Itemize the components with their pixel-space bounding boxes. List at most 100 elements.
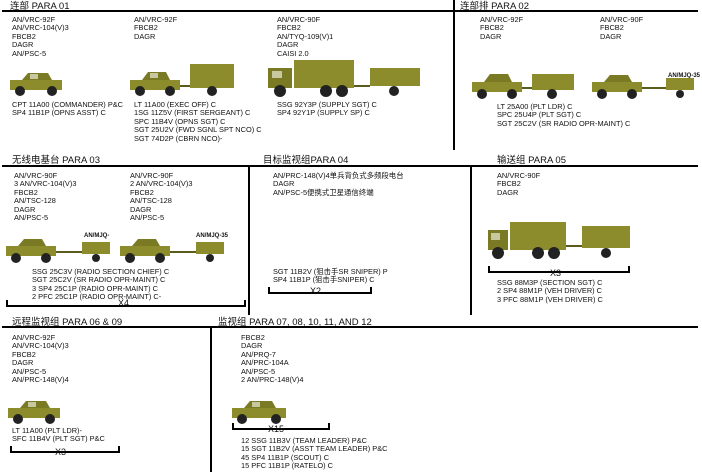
para02-personnel: LT 25A00 (PLT LDR) C SPC 25U4P (PLT SGT)… xyxy=(497,102,631,128)
para07-equipment: FBCB2 DAGR AN/PRQ-7 AN/PRC-104A AN/PSC-5… xyxy=(241,333,304,385)
equipment-item: AN/VRC-104(V)3 xyxy=(12,341,69,351)
equipment-item: DAGR xyxy=(12,40,34,50)
equipment-item: FBCB2 xyxy=(241,333,265,342)
personnel-item: 3 SP4 25C1P (RADIO OPR-MAINT) C xyxy=(32,283,158,293)
para06-multiplier: X3 xyxy=(55,447,67,457)
para05-header: 输送组 PARA 05 xyxy=(497,155,566,166)
personnel-item: SGT 74D2P (CBRN NCO)- xyxy=(134,133,223,143)
personnel-item: SGT 25C2V (SR RADIO OPR-MAINT) C xyxy=(497,118,631,128)
equipment-item: DAGR xyxy=(600,31,622,41)
humvee-with-trailer-icon xyxy=(592,75,694,99)
para04-bracket xyxy=(268,287,372,294)
para06-personnel: LT 11A00 (PLT LDR)- SFC 11B4V (PLT SGT) … xyxy=(12,426,105,444)
para07-multiplier: X15 xyxy=(268,424,285,434)
equipment-item: AN/PRC-104A xyxy=(241,358,289,368)
humvee-with-trailer-icon xyxy=(120,239,224,263)
row3-divider-line xyxy=(2,326,698,328)
top-divider-line xyxy=(2,10,698,12)
personnel-item: LT 11A00 (PLT LDR)- xyxy=(12,426,82,435)
para02-header: 连部排 PARA 02 xyxy=(460,1,529,12)
equipment-item: AN/VRC-92F xyxy=(12,333,56,342)
cargo-truck-with-generator-icon xyxy=(268,60,420,97)
personnel-item: SSG 25C3V (RADIO SECTION CHIEF) C xyxy=(32,267,170,276)
equipment-item: DAGR xyxy=(480,31,502,41)
equipment-item: AN/PSC-5 xyxy=(12,366,47,376)
humvee-icon xyxy=(8,401,60,424)
equipment-item: DAGR xyxy=(12,358,34,368)
personnel-item: 2 SP4 88M1P (VEH DRIVER) C xyxy=(497,286,603,296)
personnel-item: SGT 25U2V (FWD SGNL SPT NCO) C xyxy=(134,125,262,135)
equipment-item: 2 AN/PRC-148(V)4 xyxy=(241,375,304,385)
equipment-item: CAISI 2.0 xyxy=(277,48,309,58)
para03-header: 无线电基台 PARA 03 xyxy=(12,155,100,166)
para03-bracket xyxy=(6,300,246,307)
equipment-item: AN/VRC-90F xyxy=(14,171,58,180)
equipment-item: AN/PRC-148(V)4 xyxy=(12,375,69,385)
para06-header: 远程监视组 PARA 06 & 09 xyxy=(12,317,123,328)
equipment-item: AN/PRQ-7 xyxy=(241,349,276,359)
para01-personnel-3: SSG 92Y3P (SUPPLY SGT) C SP4 92Y1P (SUPP… xyxy=(277,100,377,118)
equipment-item: AN/TSC-128 xyxy=(14,196,56,206)
para02-equipment-1: AN/VRC-92F FBCB2 DAGR xyxy=(480,15,523,41)
equipment-item: AN/VRC-90F xyxy=(130,171,174,180)
para03-trailer-label-2: AN/MJQ-35 xyxy=(196,233,229,239)
cargo-truck-with-trailer-icon xyxy=(488,222,630,259)
personnel-item: SPC 11B4V (OPNS SGT) C xyxy=(134,116,226,126)
equipment-item: AN/PSC-5 xyxy=(241,366,276,376)
para03-equipment-1: AN/VRC-90F 3 AN/VRC-104(V)3 FBCB2 AN/TSC… xyxy=(14,171,77,222)
equipment-item: FBCB2 xyxy=(12,349,36,359)
personnel-item: SPC 25U4P (PLT SGT) C xyxy=(497,110,582,120)
para07-header: 监视组 PARA 07, 08, 10, 11, AND 12 xyxy=(218,317,372,328)
equipment-item: FBCB2 xyxy=(134,23,158,33)
personnel-item: 15 PFC 11B1P (RATELO) C xyxy=(241,461,334,471)
equipment-item: DAGR xyxy=(273,179,295,189)
para07-personnel: 12 SSG 11B3V (TEAM LEADER) P&C 15 SGT 11… xyxy=(241,436,388,471)
para05-bracket xyxy=(488,266,630,273)
para01-personnel-1: CPT 11A00 (COMMANDER) P&C SP4 11B1P (OPN… xyxy=(12,100,124,118)
personnel-item: SP4 11B1P (OPNS ASST) C xyxy=(12,108,106,118)
personnel-item: 3 PFC 88M1P (VEH DRIVER) C xyxy=(497,294,603,304)
para01-personnel-2: LT 11A00 (EXEC OFF) C 1SG 11Z5V (FIRST S… xyxy=(134,100,262,143)
para04-personnel: SGT 11B2V (狙击手SR SNIPER) P SP4 11B1P (狙击… xyxy=(273,267,388,285)
para05-personnel: SSG 88M3P (SECTION SGT) C 2 SP4 88M1P (V… xyxy=(497,278,603,304)
humvee-icon xyxy=(232,401,286,424)
para03-equipment-2: AN/VRC-90F 2 AN/VRC-104(V)3 FBCB2 AN/TSC… xyxy=(130,171,193,222)
personnel-item: 1SG 11Z5V (FIRST SERGEANT) C xyxy=(134,108,251,118)
personnel-item: SP4 11B1P (狙击手SNIPER) C xyxy=(273,275,375,285)
personnel-item: LT 25A00 (PLT LDR) C xyxy=(497,102,573,111)
personnel-item: 2 PFC 25C1P (RADIO OPR-MAINT) C- xyxy=(32,292,162,302)
para01-equipment-2: AN/VRC-92F FBCB2 DAGR xyxy=(134,15,178,41)
equipment-item: AN/VRC-90F xyxy=(600,15,644,24)
para01-header: 连部 PARA 01 xyxy=(10,1,70,12)
equipment-item: FBCB2 xyxy=(12,31,36,41)
equipment-item: AN/TSC-128 xyxy=(130,196,172,206)
divider-vertical-mid2 xyxy=(470,165,472,315)
para04-header: 目标监视组PARA 04 xyxy=(263,155,349,166)
divider-vertical-bottom xyxy=(210,326,212,472)
para03-personnel: SSG 25C3V (RADIO SECTION CHIEF) C SGT 25… xyxy=(32,267,170,302)
equipment-item: 2 AN/VRC-104(V)3 xyxy=(130,179,193,189)
equipment-item: 3 AN/VRC-104(V)3 xyxy=(14,179,77,189)
equipment-item: AN/PSC-5 xyxy=(12,48,47,58)
equipment-item: AN/TYQ-109(V)1 xyxy=(277,31,334,41)
personnel-item: SGT 25C2V (SR RADIO OPR-MAINT) C xyxy=(32,275,166,285)
para05-equipment: AN/VRC-90F FBCB2 DAGR xyxy=(497,171,540,197)
para06-bracket xyxy=(10,446,120,453)
para01-equipment-1: AN/VRC-92F AN/VRC-104(V)3 FBCB2 DAGR AN/… xyxy=(12,15,69,58)
humvee-icon xyxy=(10,73,62,96)
equipment-item: AN/VRC-92F xyxy=(134,15,178,24)
para03-multiplier: X4 xyxy=(118,298,130,308)
equipment-item: AN/PRC-148(V)4单兵背负式多频段电台 xyxy=(273,171,404,180)
personnel-item: SP4 92Y1P (SUPPLY SP) C xyxy=(277,108,370,118)
para03-trailer-label-1: AN/MJQ- xyxy=(84,233,110,239)
personnel-item: SFC 11B4V (PLT SGT) P&C xyxy=(12,434,105,444)
personnel-item: 12 SSG 11B3V (TEAM LEADER) P&C xyxy=(241,436,367,445)
equipment-item: AN/VRC-92F xyxy=(12,15,56,24)
row2-divider-line xyxy=(2,165,698,167)
equipment-item: FBCB2 xyxy=(480,23,504,33)
personnel-item: CPT 11A00 (COMMANDER) P&C xyxy=(12,100,124,109)
personnel-item: 45 SP4 11B1P (SCOUT) C xyxy=(241,452,330,462)
humvee-with-trailer-icon xyxy=(6,239,110,263)
equipment-item: AN/VRC-90F xyxy=(277,15,321,24)
para04-equipment: AN/PRC-148(V)4单兵背负式多频段电台 DAGR AN/PSC-5便携… xyxy=(273,171,404,197)
